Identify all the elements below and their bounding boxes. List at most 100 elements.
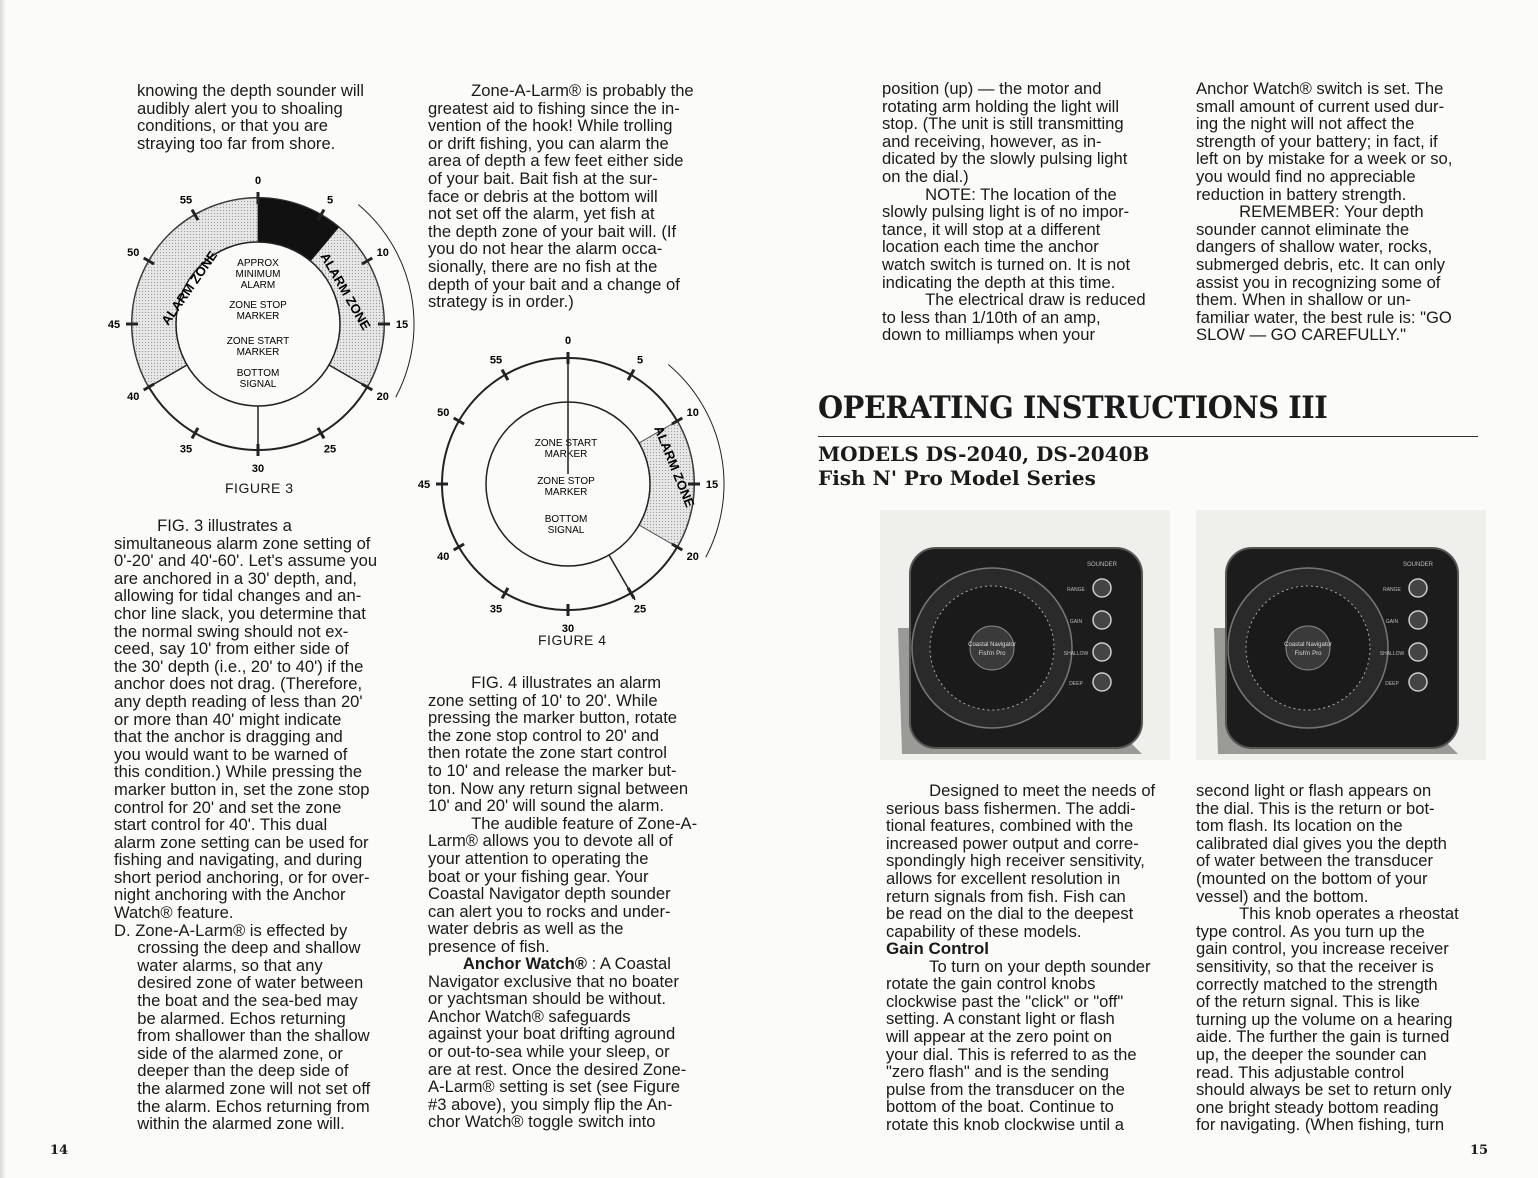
depth-scale-label: 15 xyxy=(396,319,408,331)
depth-scale-label: 30 xyxy=(252,463,264,475)
text-line: clockwise past the "click" or "off" xyxy=(886,991,1124,1011)
bottom-signal-line xyxy=(608,554,636,601)
text-line: second light or flash appears on xyxy=(1196,781,1432,800)
text-line: small amount of current used dur- xyxy=(1196,96,1445,116)
page-number-left: 14 xyxy=(50,1143,69,1158)
text-line: stop. (The unit is still transmitting xyxy=(882,114,1124,134)
control-knob xyxy=(1092,642,1112,662)
figure-3-dial: 0510152025303540455055APPROXMINIMUMALARM… xyxy=(108,176,415,475)
minimum-alarm-block xyxy=(258,198,339,262)
text-line: the alarm. Echos returning from xyxy=(137,1096,370,1116)
depth-scale-label: 35 xyxy=(490,604,502,616)
text-line: simultaneous alarm zone setting of xyxy=(114,533,371,553)
text-line: on the dial.) xyxy=(882,166,969,186)
text-line: marker button in, set the zone stop xyxy=(114,779,370,799)
depth-scale-label: 45 xyxy=(418,479,430,491)
text-line: water debris as well as the xyxy=(428,919,624,939)
text-line: area of depth a few feet either side xyxy=(428,151,684,171)
text-line: increased power output and corre- xyxy=(886,833,1139,853)
text-line: Anchor Watch® safeguards xyxy=(428,1006,631,1026)
text-line: ton. Now any return signal between xyxy=(428,778,689,798)
knob-label: SHALLOW xyxy=(1380,651,1405,657)
text-line: location each time the anchor xyxy=(882,237,1099,257)
text-line: the 30' depth (i.e., 20' to 40') if the xyxy=(114,656,364,676)
anchor-watch-heading: Anchor Watch® xyxy=(462,954,587,973)
text-line: gain control, you increase receiver xyxy=(1196,939,1449,959)
text-line: pulse from the transducer on the xyxy=(886,1079,1125,1099)
depth-scale-label: 0 xyxy=(565,335,571,347)
page-number-right: 15 xyxy=(1470,1143,1489,1158)
dial-label: SIGNAL xyxy=(240,379,277,390)
depth-tick xyxy=(190,427,200,440)
text-line: slowly pulsing light is of no impor- xyxy=(882,202,1130,222)
depth-scale-label: 40 xyxy=(437,551,449,563)
figure-4-caption: FIGURE 4 xyxy=(538,632,607,648)
text-line: Navigator exclusive that no boater xyxy=(428,971,679,991)
text-line: Zone-A-Larm® is probably the xyxy=(471,81,694,100)
text-line: To turn on your depth sounder xyxy=(929,956,1151,976)
text-line: the alarmed zone will not set off xyxy=(137,1079,371,1098)
zone-start-line xyxy=(148,364,188,388)
text-line: bottom of the boat. Continue to xyxy=(886,1097,1114,1117)
text-line: read. This adjustable control xyxy=(1196,1062,1405,1082)
gain-control-heading: Gain Control xyxy=(886,939,989,958)
control-knob xyxy=(1092,578,1112,598)
text-line: vention of the hook! While trolling xyxy=(428,116,673,136)
depth-scale-label: 25 xyxy=(634,604,646,616)
text-line: you would want to be warned of xyxy=(114,744,348,764)
text-line: anchor does not drag. (Therefore, xyxy=(114,674,363,694)
text-line: audibly alert you to shoaling xyxy=(137,98,343,118)
text-line: you would find no appreciable xyxy=(1196,166,1416,186)
depth-scale-label: 10 xyxy=(377,247,389,259)
text-line: position (up) — the motor and xyxy=(882,79,1102,98)
depth-tick xyxy=(671,542,684,552)
text-line: or more than 40' might indicate xyxy=(114,709,342,729)
text-line: of your bait. Bait fish at the sur- xyxy=(428,168,658,188)
text-line: zone setting of 10' to 20'. While xyxy=(428,690,658,710)
text-line: ceed, say 10' from either side of xyxy=(114,639,349,659)
depth-scale-label: 45 xyxy=(108,319,120,331)
models-heading: MODELS DS-2040, DS-2040B xyxy=(818,442,1150,466)
text-line: are at rest. Once the desired Zone- xyxy=(428,1059,687,1079)
text-line: will appear at the zero point on xyxy=(886,1026,1113,1046)
depth-tick xyxy=(500,587,510,600)
text-line: allowing for tidal changes and an- xyxy=(114,586,362,606)
text-line: this condition.) While pressing the xyxy=(114,762,363,782)
text-line: chor Watch® toggle switch into xyxy=(428,1112,656,1132)
text-line: D. Zone-A-Larm® is effected by xyxy=(114,920,348,940)
dial-label: ZONE START xyxy=(227,336,289,347)
text-line: against your boat drifting aground xyxy=(428,1024,676,1044)
depth-tick xyxy=(190,208,200,221)
series-heading: Fish N' Pro Model Series xyxy=(818,466,1096,490)
depth-scale-label: 50 xyxy=(437,407,449,419)
control-knob xyxy=(1092,672,1112,692)
dial-label: BOTTOM xyxy=(237,368,280,379)
text-line: side of the alarmed zone, or xyxy=(137,1043,343,1063)
text-line: familiar water, the best rule is: "GO xyxy=(1196,307,1452,327)
control-knob xyxy=(1408,672,1428,692)
depth-scale-label: 5 xyxy=(637,354,643,366)
text-line: the dial. This is the return or bot- xyxy=(1196,798,1435,818)
text-line: capability of these models. xyxy=(886,921,1082,941)
text-line: setting. A constant light or flash xyxy=(886,1009,1115,1029)
text-line: (mounted on the bottom of your xyxy=(1196,868,1428,888)
text-line: one bright steady bottom reading xyxy=(1196,1097,1439,1117)
dial-brand-text: Coastal Navigator xyxy=(968,642,1016,648)
text-line: the zone stop control to 20' and xyxy=(428,725,660,745)
text-line: #3 above), you simply flip the An- xyxy=(428,1094,673,1114)
zone-stop-line xyxy=(328,364,368,388)
text-line: night anchoring with the Anchor xyxy=(114,885,346,905)
text-line: should always be set to return only xyxy=(1196,1080,1452,1100)
depth-tick xyxy=(452,416,465,426)
text-line: be read on the dial to the deepest xyxy=(886,904,1134,924)
text-line: This knob operates a rheostat xyxy=(1239,904,1459,924)
text-line: your dial. This is referred to as the xyxy=(886,1044,1137,1064)
depth-scale-label: 10 xyxy=(687,407,699,419)
text-line: turning up the volume on a hearing xyxy=(1196,1009,1453,1029)
dial-label: ZONE STOP xyxy=(537,476,595,487)
depth-tick xyxy=(316,427,326,440)
